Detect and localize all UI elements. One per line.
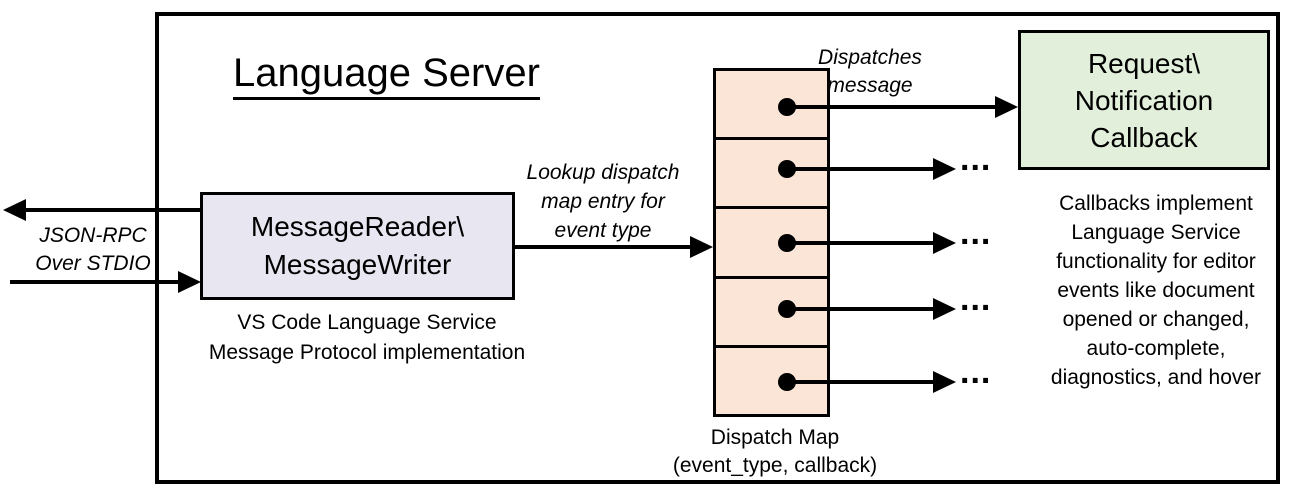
stdio-label-line1: JSON-RPC [39, 224, 147, 247]
more-callbacks-ellipsis: ... [960, 353, 992, 391]
reader-box-caption: VS Code Language Service Message Protoco… [167, 308, 567, 368]
callback-box-line1: Request\ [1087, 47, 1201, 79]
dispatch-map-cell [716, 347, 827, 415]
callback-box-line3: Callback [1090, 121, 1198, 153]
dispatch-map-caption: Dispatch Map (event_type, callback) [645, 424, 905, 480]
callbacks-note-line6: auto-complete, [1086, 337, 1226, 360]
callbacks-note-line4: events like document [1057, 279, 1255, 302]
more-callbacks-ellipsis: ... [960, 140, 992, 178]
request-notification-callback-box: Request\ Notification Callback [1018, 30, 1270, 170]
more-callbacks-ellipsis: ... [960, 280, 992, 318]
callbacks-note-line5: opened or changed, [1062, 308, 1250, 331]
stdio-label-line2: Over STDIO [35, 252, 151, 275]
dispatches-label-line1: Dispatches [818, 46, 922, 69]
diagram-title: Language Server [233, 53, 540, 100]
reader-caption-line2: Message Protocol implementation [208, 341, 526, 364]
callbacks-note-line3: functionality for editor [1056, 250, 1256, 273]
map-caption-line1: Dispatch Map [710, 426, 840, 449]
stdio-label: JSON-RPC Over STDIO [8, 222, 178, 278]
more-callbacks-ellipsis: ... [960, 214, 992, 252]
callbacks-note-line7: diagnostics, and hover [1050, 366, 1262, 389]
dispatch-map-cell [716, 278, 827, 348]
lookup-label-line1: Lookup dispatch [526, 161, 680, 184]
lookup-label-line2: map entry for [541, 190, 665, 213]
callbacks-note: Callbacks implement Language Service fun… [1031, 189, 1281, 392]
dispatch-map-cell [716, 209, 827, 279]
dispatches-message-label: Dispatches message [795, 44, 945, 100]
dispatches-label-line2: message [827, 74, 913, 97]
lookup-label-line3: event type [554, 219, 652, 242]
map-caption-line2: (event_type, callback) [672, 454, 878, 477]
dispatch-map-cell [716, 140, 827, 210]
dispatch-map [713, 68, 830, 417]
reader-box-line1: MessageReader\ [250, 211, 465, 242]
message-reader-writer-box: MessageReader\ MessageWriter [200, 192, 515, 300]
lookup-dispatch-label: Lookup dispatch map entry for event type [503, 158, 703, 245]
callbacks-note-line2: Language Service [1071, 221, 1241, 244]
callbacks-note-line1: Callbacks implement [1059, 192, 1253, 215]
callback-box-line2: Notification [1074, 84, 1214, 116]
reader-caption-line1: VS Code Language Service [237, 311, 497, 334]
reader-box-line2: MessageWriter [263, 249, 452, 280]
